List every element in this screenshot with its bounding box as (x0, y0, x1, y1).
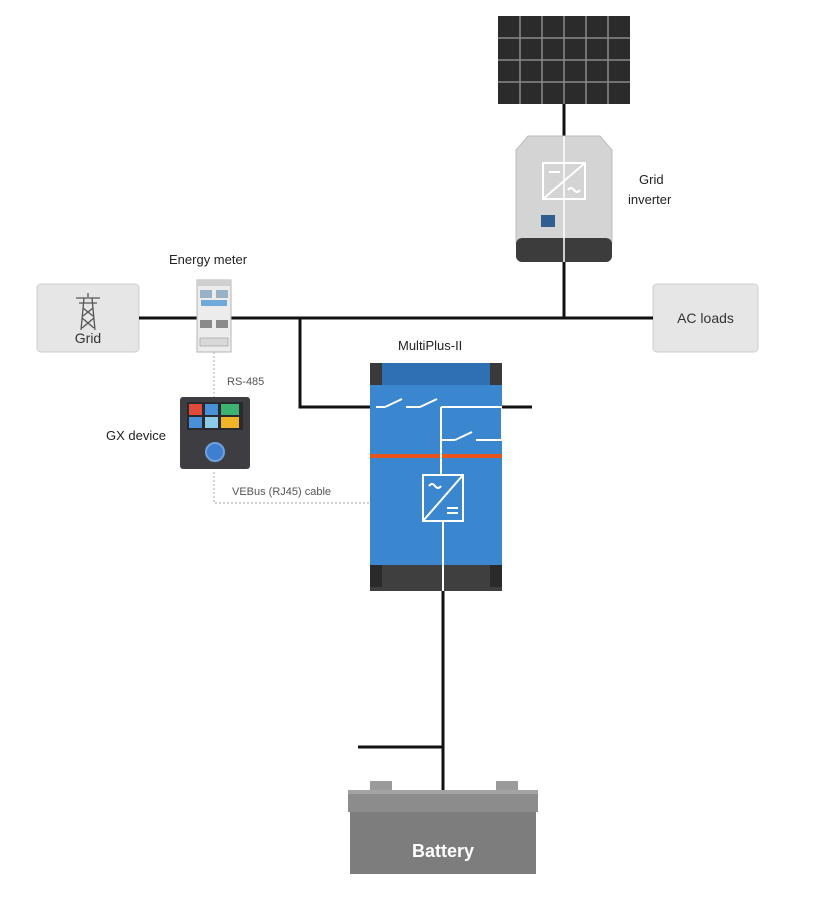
grid-inverter-label-line1: Grid (639, 172, 664, 187)
multiplus-label: MultiPlus-II (398, 338, 463, 353)
energy-meter (196, 279, 232, 353)
solar-panel-icon (498, 16, 630, 104)
ac-loads-label: AC loads (677, 310, 734, 326)
power-pylon-icon (76, 293, 100, 331)
energy-meter-label: Energy meter (169, 252, 248, 267)
rs485-label: RS-485 (227, 376, 265, 388)
vebus-cable-label: VEBus (RJ45) cable (232, 486, 332, 498)
grid-inverter-label-line2: inverter (628, 192, 672, 207)
transfer-switch-icon (376, 398, 503, 475)
grid-inverter (515, 135, 613, 262)
dc-ac-converter-icon (422, 474, 464, 522)
battery (348, 781, 538, 874)
wire-ac-in (298, 318, 376, 409)
gx-device-label: GX device (106, 428, 166, 443)
battery-label: Battery (411, 841, 475, 861)
gx-device (180, 397, 250, 469)
multiplus-ii (370, 363, 503, 591)
grid-label: Grid (74, 330, 102, 346)
